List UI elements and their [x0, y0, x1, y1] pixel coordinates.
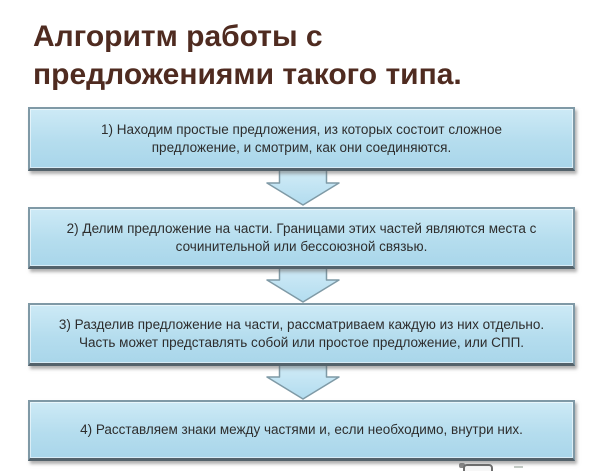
step-box-3: 3) Разделив предложение на части, рассма…: [28, 303, 575, 366]
step-text-line: 1) Находим простые предложения, из котор…: [101, 121, 502, 137]
slide-title-line: Алгоритм работы с: [33, 20, 323, 53]
step-text-line: 2) Делим предложение на части. Границами…: [66, 220, 537, 236]
step-text-line: предложение, и смотрим, как они соединяю…: [151, 139, 452, 155]
step-box-1: 1) Находим простые предложения, из котор…: [28, 107, 575, 171]
step-box-2: 2) Делим предложение на части. Границами…: [28, 207, 575, 269]
down-arrow-icon: [266, 363, 340, 400]
slide-title-line: предложениями такого типа.: [33, 58, 462, 91]
partial-screen-icon: [463, 464, 493, 471]
partial-screen-icon-nub: [459, 463, 465, 468]
partial-dash-mark: [514, 466, 523, 468]
step-text-line: Часть может представлять собой или прост…: [78, 335, 525, 350]
step-box-4: 4) Расставляем знаки между частями и, ес…: [28, 400, 575, 461]
step-text-line: 3) Разделив предложение на части, рассма…: [58, 317, 545, 332]
step-text-line: сочинительной или бессоюзной связью.: [175, 238, 428, 254]
step-text-line: 4) Расставляем знаки между частями и, ес…: [80, 422, 523, 437]
slide-title: Алгоритм работы с предложениями такого т…: [33, 18, 573, 94]
down-arrow-icon: [266, 169, 340, 206]
down-arrow-icon: [266, 266, 340, 303]
